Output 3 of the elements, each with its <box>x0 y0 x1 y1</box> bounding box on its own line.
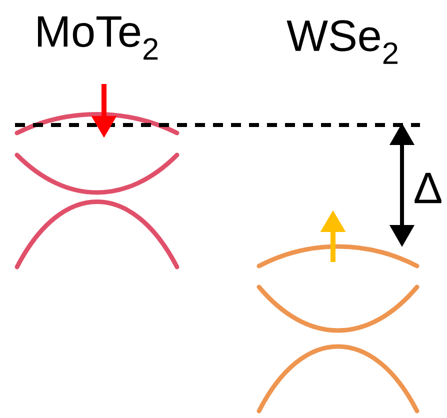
gap-label: Δ <box>414 172 442 204</box>
material-label: WSe$_{2}$ <box>286 20 398 64</box>
material-label: MoTe$_{2}$ <box>38 16 158 60</box>
